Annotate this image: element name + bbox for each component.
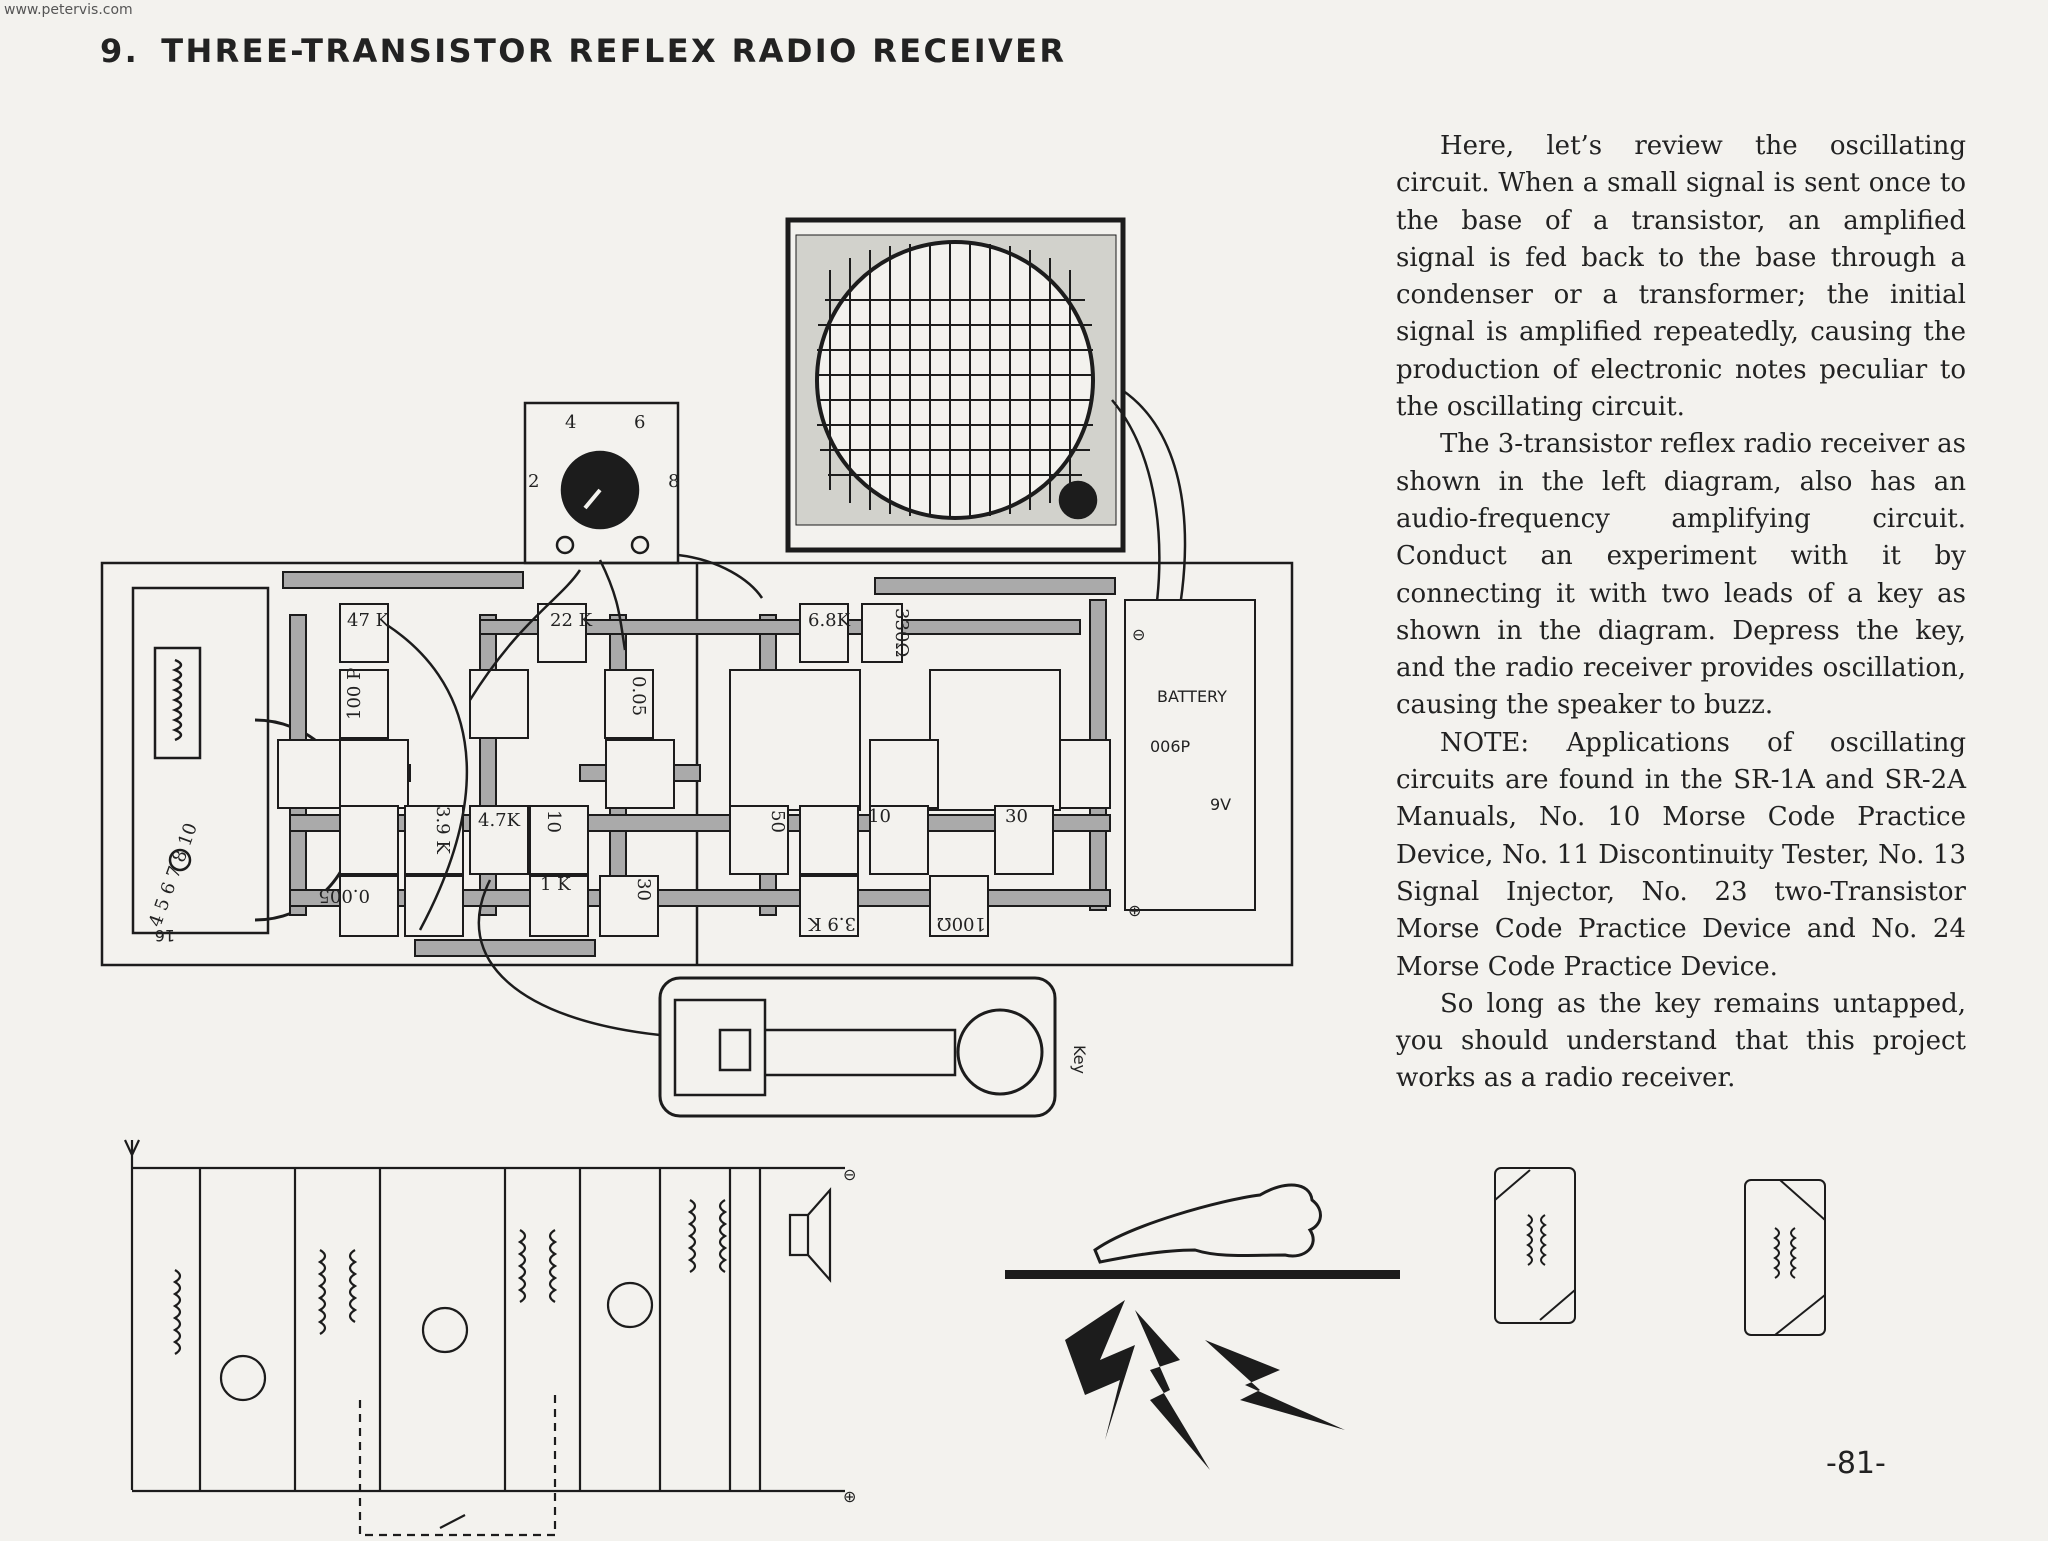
coil-2 — [317, 1249, 327, 1335]
coil-1 — [172, 1269, 182, 1355]
label-pot-2: 2 — [528, 471, 539, 492]
label-30-b: 30 — [633, 878, 654, 901]
transformer-icons — [1494, 1167, 1826, 1336]
lead-5 — [468, 569, 582, 701]
watermark: www.petervis.com — [4, 2, 133, 18]
label-10-a: 10 — [543, 810, 564, 833]
hand-key-illustration — [1005, 1183, 1400, 1470]
label-battery-type: 006P — [1150, 737, 1191, 756]
speaker — [785, 217, 1126, 553]
label-22k: 22 K — [550, 610, 593, 631]
coil-6 — [687, 1199, 697, 1273]
lead-2 — [477, 879, 661, 1037]
antenna-symbol — [124, 1139, 140, 1490]
coil-4 — [517, 1229, 527, 1303]
label-100p: 100 P — [344, 668, 365, 720]
schematic-diagram — [124, 1139, 845, 1537]
label-pot-6: 6 — [634, 412, 645, 433]
label-battery-voltage: 9V — [1210, 795, 1231, 814]
lead-3 — [598, 559, 627, 651]
schematic-plus: ⊕ — [843, 1487, 856, 1506]
label-pot-8: 8 — [668, 471, 679, 492]
transformer-icon-1 — [1494, 1167, 1576, 1324]
label-4-7k: 4.7K — [478, 810, 521, 831]
label-3-9k-b: 3.9 K — [808, 913, 856, 934]
label-100-ohm: 100Ω — [937, 913, 986, 934]
paragraph-2: The 3-transistor reflex radio receiver a… — [1396, 429, 1966, 721]
section-number: 9. — [100, 32, 140, 70]
transformer-icon-2 — [1744, 1179, 1826, 1336]
body-text: Here, let’s review the oscillating circu… — [1396, 128, 1966, 1098]
label-dial-numbers: 4 5 6 7 8 10 — [145, 820, 202, 929]
label-330: 330Ω — [891, 608, 912, 657]
paragraph-4: So long as the key remains untapped, you… — [1396, 988, 1966, 1094]
label-battery: BATTERY — [1157, 687, 1227, 706]
label-1k: 1 K — [540, 874, 571, 895]
label-pot-4: 4 — [565, 412, 576, 433]
transistor-1 — [219, 1354, 267, 1402]
label-3-9k-a: 3.9 K — [432, 806, 453, 854]
wiring-diagram — [100, 217, 1294, 1118]
label-key: Key — [1070, 1045, 1089, 1074]
label-6-8k: 6.8K — [808, 610, 851, 631]
label-50: 50 — [767, 810, 788, 833]
lead-1 — [386, 623, 469, 931]
page-number: -81- — [1826, 1446, 1886, 1481]
label-0-05: 0.05 — [628, 676, 649, 716]
paragraph-3: NOTE: Applications of oscillating circui… — [1396, 727, 1966, 982]
label-47k: 47 K — [347, 610, 390, 631]
lead-4 — [677, 553, 764, 599]
component-blocks — [277, 599, 1256, 937]
antenna-coil — [153, 646, 202, 760]
label-battery-minus: ⊖ — [1132, 625, 1145, 644]
transistor-3 — [606, 1281, 654, 1329]
section-title: THREE-TRANSISTOR REFLEX RADIO RECEIVER — [161, 32, 1067, 70]
label-10-b: 10 — [868, 806, 891, 827]
transistor-2 — [421, 1306, 469, 1354]
schematic-minus: ⊖ — [843, 1165, 856, 1184]
key-switch — [439, 1514, 466, 1529]
page-title: 9. THREE-TRANSISTOR REFLEX RADIO RECEIVER — [100, 32, 1066, 70]
schematic-speaker — [788, 1187, 832, 1283]
label-dial-16: 16 — [155, 926, 175, 945]
label-battery-plus: ⊕ — [1128, 901, 1141, 920]
label-0-005: 0.005 — [318, 885, 370, 906]
coil-5 — [548, 1229, 558, 1303]
morse-key — [658, 976, 1057, 1118]
coil-7 — [718, 1199, 728, 1273]
paragraph-1: Here, let’s review the oscillating circu… — [1396, 131, 1966, 423]
volume-control — [523, 401, 680, 565]
key-wiring — [358, 1390, 557, 1537]
label-30-a: 30 — [1005, 806, 1028, 827]
antenna-panel — [131, 586, 270, 935]
coil-3 — [348, 1249, 358, 1323]
